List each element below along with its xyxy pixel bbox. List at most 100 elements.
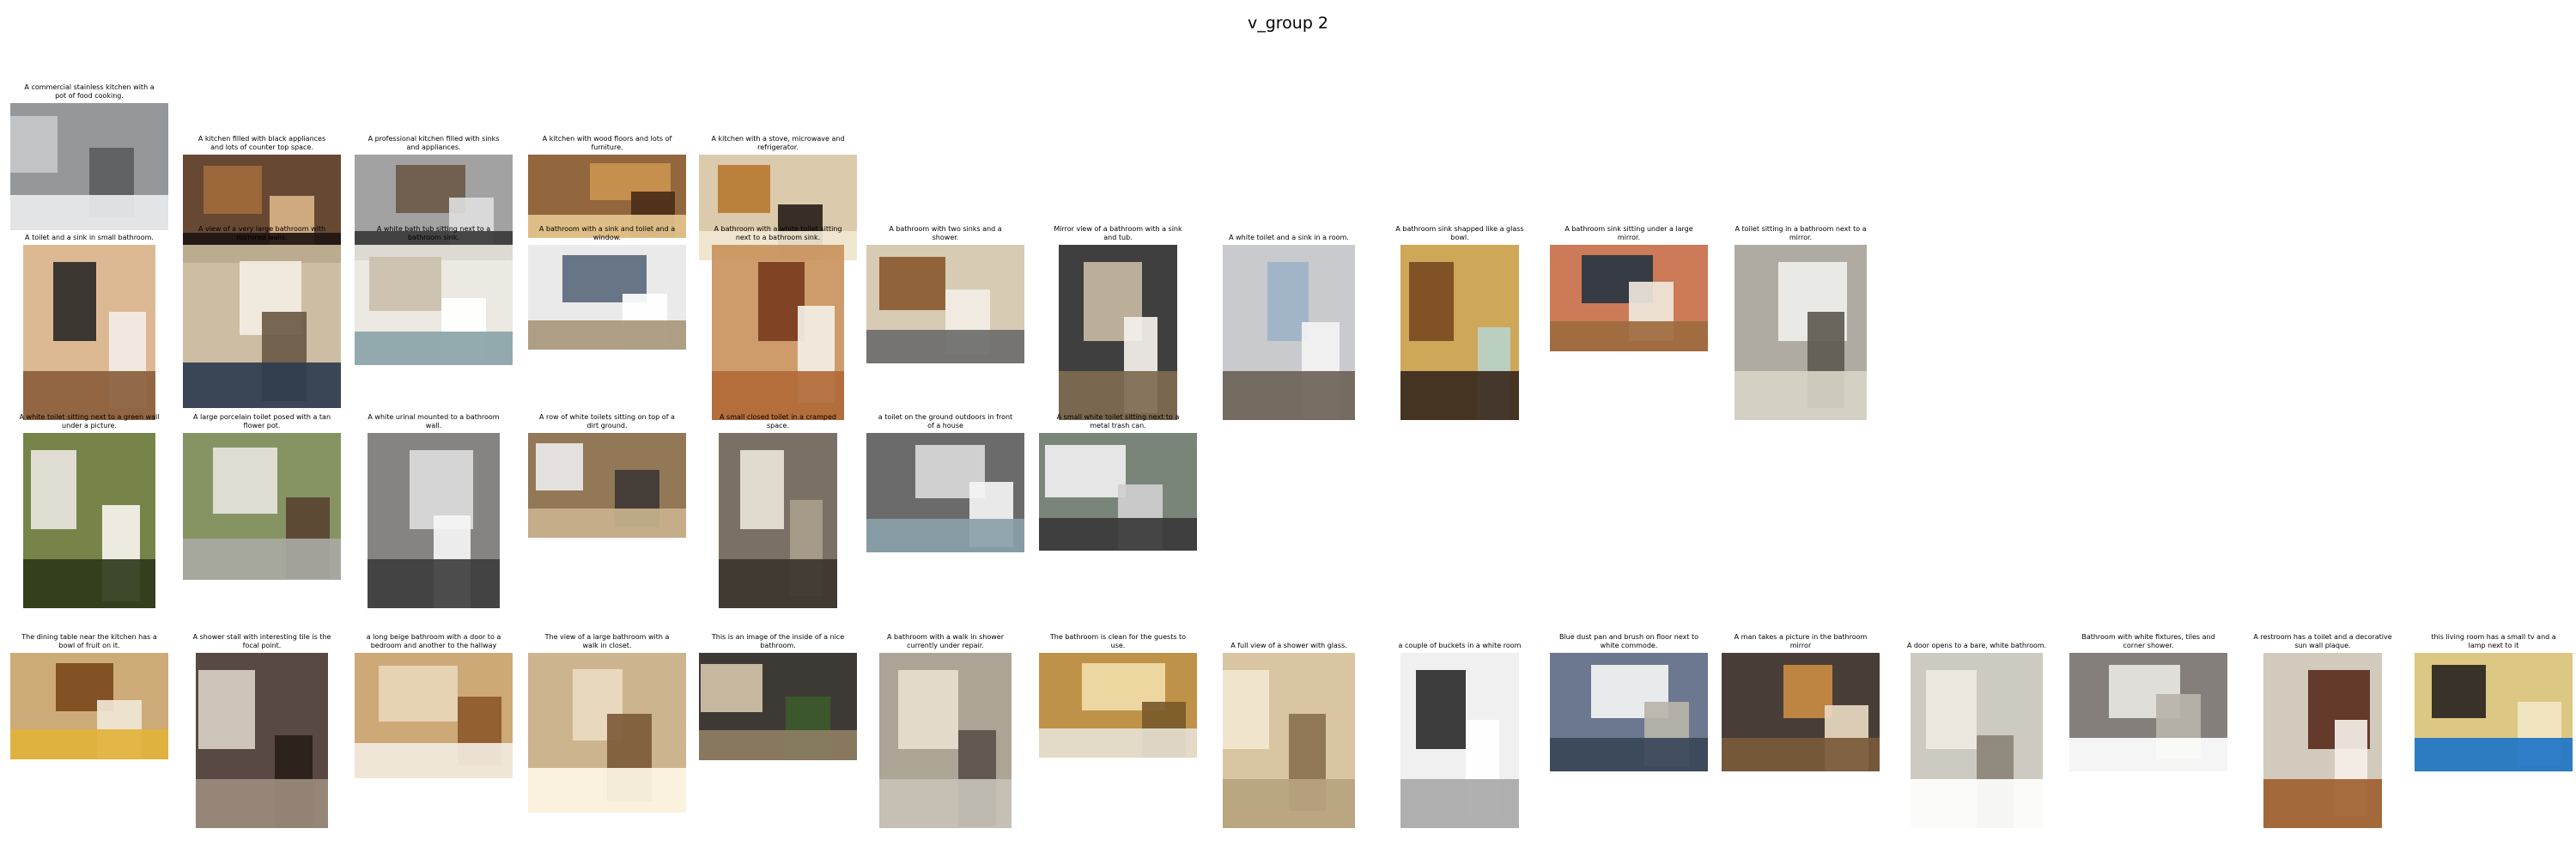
photo-thumbnail (1059, 245, 1177, 420)
gallery-item: The view of a large bathroom with a walk… (521, 627, 693, 813)
gallery-item: A full view of a shower with glass. (1203, 627, 1375, 828)
gallery-item: A bathroom sink sitting under a large mi… (1543, 219, 1715, 351)
gallery-item: A bathroom with a white toilet sitting n… (692, 219, 864, 420)
image-caption: A kitchen with a stove, microwave and re… (711, 135, 845, 151)
image-caption: a couple of buckets in a white room (1398, 642, 1522, 649)
photo-thumbnail (1400, 245, 1519, 420)
photo-thumbnail (866, 245, 1024, 363)
page-title: v_group 2 (1247, 14, 1329, 33)
image-caption: Bathroom with white fixtures, tiles and … (2081, 633, 2215, 649)
gallery-item: A white urinal mounted to a bathroom wal… (348, 407, 519, 608)
gallery-item: A bathroom with a sink and toilet and a … (521, 219, 693, 350)
gallery-item: The dining table near the kitchen has a … (3, 627, 175, 759)
image-caption: A bathroom sink shapped like a glass bow… (1395, 225, 1524, 241)
photo-thumbnail (183, 433, 341, 580)
gallery-item: A white toilet and a sink in a room. (1203, 219, 1375, 420)
photo-thumbnail (1550, 245, 1708, 351)
gallery-item: A kitchen with wood floors and lots of f… (521, 129, 693, 238)
gallery-item: A row of white toilets sitting on top of… (521, 407, 693, 538)
photo-thumbnail (1400, 653, 1519, 828)
gallery-item: a toilet on the ground outdoors in front… (860, 407, 1031, 552)
photo-thumbnail (2263, 653, 2382, 828)
photo-thumbnail (719, 433, 837, 608)
gallery-item: A toilet sitting in a bathroom next to a… (1715, 219, 1886, 420)
gallery-item: Bathroom with white fixtures, tiles and … (2063, 627, 2234, 771)
image-caption: a long beige bathroom with a door to a b… (366, 633, 501, 649)
gallery-item: The bathroom is clean for the guests to … (1032, 627, 1204, 758)
gallery-item: A shower stall with interesting tile is … (176, 627, 348, 828)
photo-thumbnail (1911, 653, 2043, 828)
image-caption: A toilet and a sink in small bathroom. (25, 234, 154, 241)
image-caption: A bathroom with a white toilet sitting n… (714, 225, 842, 241)
photo-thumbnail (1735, 245, 1867, 420)
image-caption: a toilet on the ground outdoors in front… (878, 413, 1013, 430)
photo-thumbnail (10, 653, 168, 759)
gallery-item: a long beige bathroom with a door to a b… (348, 627, 519, 778)
gallery-item: A commercial stainless kitchen with a po… (3, 77, 175, 230)
image-caption: This is an image of the inside of a nice… (711, 633, 845, 649)
gallery-item: A bathroom sink shapped like a glass bow… (1374, 219, 1546, 420)
photo-thumbnail (2069, 653, 2227, 771)
photo-thumbnail (1039, 653, 1197, 758)
image-caption: A door opens to a bare, white bathroom. (1906, 642, 2047, 649)
image-caption: A white toilet and a sink in a room. (1229, 234, 1349, 241)
image-caption: A bathroom with a sink and toilet and a … (538, 225, 676, 241)
gallery-item: A large porcelain toilet posed with a ta… (176, 407, 348, 580)
photo-thumbnail (699, 653, 857, 760)
image-caption: The dining table near the kitchen has a … (21, 633, 157, 649)
gallery-item: A bathroom with a walk in shower current… (860, 627, 1031, 828)
photo-thumbnail (10, 103, 168, 230)
photo-thumbnail (23, 245, 155, 420)
gallery-item: Blue dust pan and brush on floor next to… (1543, 627, 1715, 771)
image-caption: A kitchen with wood floors and lots of f… (542, 135, 672, 151)
image-caption: A man takes a picture in the bathroom mi… (1734, 633, 1868, 649)
gallery-item: A restroom has a toilet and a decorative… (2237, 627, 2409, 828)
photo-thumbnail (2415, 653, 2573, 771)
photo-thumbnail (196, 653, 328, 828)
photo-thumbnail (1722, 653, 1880, 771)
gallery-item: A bathroom with two sinks and a shower. (860, 219, 1031, 363)
gallery-item: A small white toilet sitting next to a m… (1032, 407, 1204, 551)
photo-thumbnail (528, 245, 686, 350)
photo-thumbnail (183, 245, 341, 408)
image-caption: A small white toilet sitting next to a m… (1056, 413, 1180, 430)
gallery-item: A toilet and a sink in small bathroom. (3, 219, 175, 420)
image-caption: A kitchen filled with black appliances a… (197, 135, 326, 151)
photo-thumbnail (528, 155, 686, 238)
image-caption: The view of a large bathroom with a walk… (544, 633, 670, 649)
image-caption: A row of white toilets sitting on top of… (539, 413, 675, 430)
gallery-item: this living room has a small tv and a la… (2408, 627, 2576, 771)
gallery-item: Mirror view of a bathroom with a sink an… (1032, 219, 1204, 420)
image-caption: Mirror view of a bathroom with a sink an… (1054, 225, 1182, 241)
image-caption: The bathroom is clean for the guests to … (1049, 633, 1187, 649)
gallery-item: A small closed toilet in a cramped space… (692, 407, 864, 608)
image-caption: A white toilet sitting next to a green w… (19, 413, 160, 430)
image-caption: A white bath tub sitting next to a bathr… (376, 225, 491, 241)
photo-thumbnail (1223, 653, 1355, 828)
image-caption: A bathroom with two sinks and a shower. (889, 225, 1002, 241)
image-caption: this living room has a small tv and a la… (2431, 633, 2556, 649)
image-caption: A toilet sitting in a bathroom next to a… (1735, 225, 1867, 241)
image-caption: A large porcelain toilet posed with a ta… (192, 413, 331, 430)
image-caption: A shower stall with interesting tile is … (192, 633, 331, 649)
photo-thumbnail (368, 433, 500, 608)
photo-thumbnail (1550, 653, 1708, 771)
photo-thumbnail (1223, 245, 1355, 420)
gallery-item: A white bath tub sitting next to a bathr… (348, 219, 519, 365)
image-caption: A bathroom sink sitting under a large mi… (1564, 225, 1693, 241)
photo-thumbnail (712, 245, 844, 420)
image-caption: A view of a very large bathroom with mir… (197, 225, 326, 241)
gallery-item: A man takes a picture in the bathroom mi… (1715, 627, 1886, 771)
image-caption: A small closed toilet in a cramped space… (720, 413, 836, 430)
image-caption: A bathroom with a walk in shower current… (887, 633, 1004, 649)
photo-thumbnail (866, 433, 1024, 552)
image-caption: A commercial stainless kitchen with a po… (24, 83, 155, 100)
photo-thumbnail (528, 653, 686, 813)
photo-thumbnail (879, 653, 1012, 828)
gallery-item: This is an image of the inside of a nice… (692, 627, 864, 760)
image-caption: A restroom has a toilet and a decorative… (2253, 633, 2392, 649)
photo-thumbnail (1039, 433, 1197, 551)
photo-thumbnail (355, 245, 513, 365)
photo-thumbnail (355, 653, 513, 778)
photo-thumbnail (528, 433, 686, 538)
